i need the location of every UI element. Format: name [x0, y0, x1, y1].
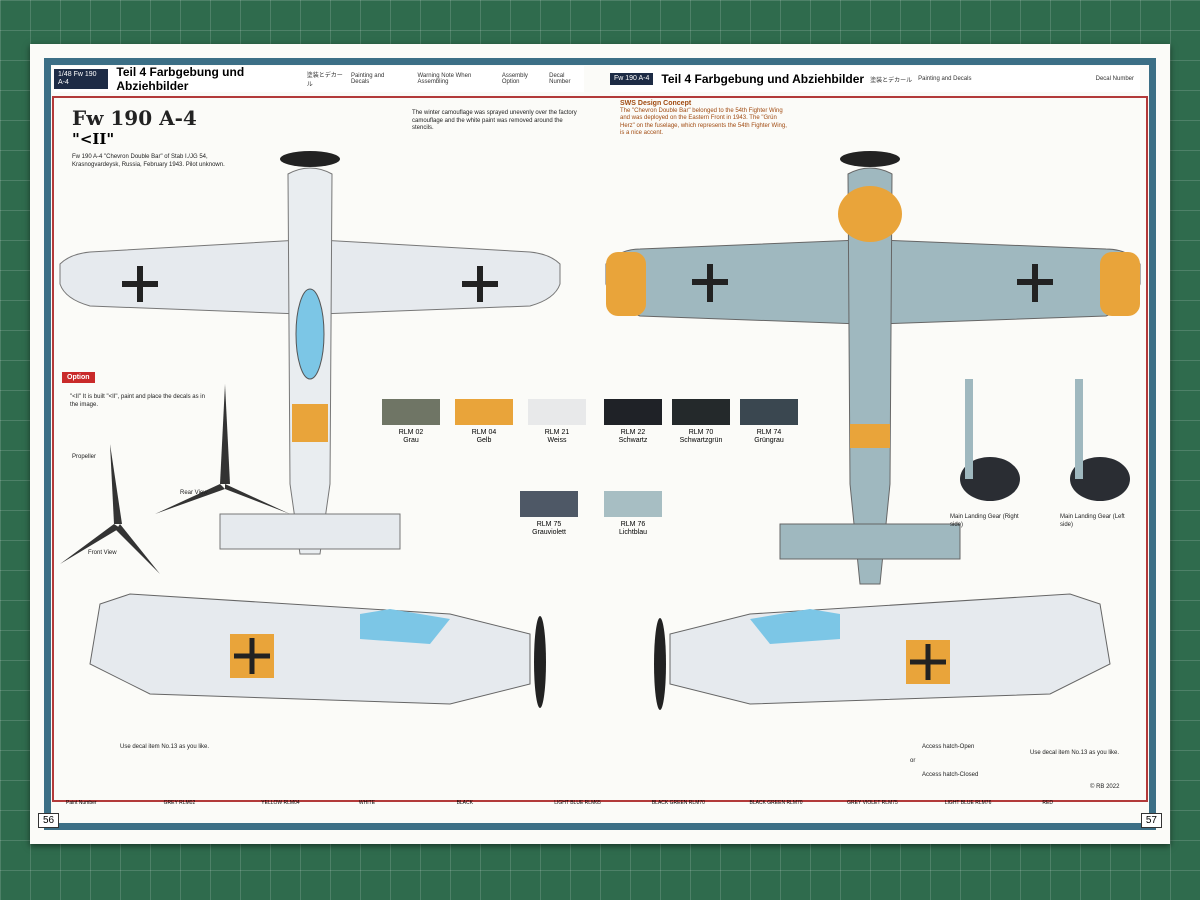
- legend-item: GREY RLM02: [163, 800, 196, 806]
- rear-view-label: Rear View: [180, 490, 208, 496]
- header-tag: 1/48 Fw 190 A-4: [54, 69, 109, 89]
- inner-frame: [52, 96, 1148, 802]
- swatch-name: Schwartz: [618, 437, 648, 444]
- main-gear-left-label: Main Landing Gear (Left side): [1060, 514, 1125, 528]
- decal-number-right: Decal Number: [1095, 76, 1134, 82]
- left-side-view: [89, 593, 546, 708]
- aircraft-description: Fw 190 A-4 "Chevron Double Bar" of Stab …: [72, 154, 225, 168]
- swatch-rlm-21: [528, 399, 586, 425]
- header-title: Teil 4 Farbgebung und Abziehbilder: [116, 65, 245, 93]
- concept-text: The "Chevron Double Bar" belonged to the…: [620, 107, 787, 137]
- swatch-name: Grauviolett: [532, 529, 566, 536]
- header-title-right: Teil 4 Farbgebung und Abziehbilder: [661, 72, 865, 86]
- legend-item: RED: [1042, 800, 1053, 806]
- header-jp-right: 塗装とデカール: [870, 77, 913, 84]
- propellers: [60, 384, 290, 574]
- landing-gears: [960, 379, 1130, 501]
- legend-item: BLACK GREEN RLM70: [651, 800, 705, 806]
- header-en-right: Painting and Decals: [918, 76, 972, 82]
- swatch-rlm-74: [740, 399, 798, 425]
- swatch-code: RLM 22: [620, 429, 646, 436]
- swatch-name: Grüngrau: [754, 437, 784, 444]
- instruction-sheet: 1/48 Fw 190 A-4 Teil 4 Farbgebung und Ab…: [30, 44, 1170, 844]
- swatch-code: RLM 02: [398, 429, 424, 436]
- swatch-name: Grau: [403, 437, 419, 444]
- page-number-right: 57: [1140, 813, 1162, 828]
- swatch-name: Schwartzgrün: [679, 437, 723, 444]
- warning-note: Warning Note When Assembling: [417, 73, 472, 85]
- or-label: or: [910, 758, 916, 764]
- aircraft-drawings: [59, 151, 1141, 710]
- swatch-name: Lichtblau: [618, 529, 648, 536]
- decal-number: Decal Number: [549, 73, 571, 85]
- border-frame: [44, 58, 1156, 830]
- right-underside-view: [605, 151, 1141, 585]
- propeller-top: [280, 151, 340, 167]
- use-decal-left: Use decal item No.13 as you like.: [120, 744, 210, 750]
- header-en: Painting and Decals: [350, 73, 385, 85]
- copyright: © RB 2022: [1090, 784, 1120, 790]
- legend-item: WHITE: [358, 800, 376, 806]
- use-decal-right: Use decal item No.13 as you like.: [1030, 750, 1120, 756]
- legend-item: LIGHT BLUE RLM76: [944, 800, 992, 806]
- swatch-code: RLM 70: [688, 429, 714, 436]
- right-side-view: [654, 593, 1111, 710]
- legend-item: BLACK GREEN RLM70: [749, 800, 803, 806]
- swatch-name: Gelb: [476, 437, 492, 444]
- swatch-code: RLM 75: [536, 521, 562, 528]
- left-top-view: [59, 151, 561, 555]
- legend-item: Paint Number: [66, 800, 97, 806]
- propeller-label: Propeller: [72, 454, 97, 460]
- option-note: "<II" It is built "<II", paint and place…: [70, 394, 205, 408]
- swatch-code: RLM 74: [756, 429, 782, 436]
- swatch-rlm-02: [382, 399, 440, 425]
- swatch-name: Weiss: [547, 437, 567, 444]
- swatch-code: RLM 04: [471, 429, 497, 436]
- legend-item: GREY VIOLET RLM75: [847, 800, 898, 806]
- swatch-code: RLM 76: [620, 521, 646, 528]
- swatch-rlm-75: [520, 491, 578, 517]
- swatch-rlm-76: [604, 491, 662, 517]
- option-badge: Option: [62, 372, 95, 383]
- header-jp: 塗装とデカール: [306, 73, 343, 88]
- swatch-rlm-04: [455, 399, 513, 425]
- aircraft-subtitle: "<II": [72, 130, 115, 148]
- assembly-option: Assembly Option: [501, 73, 528, 85]
- winter-note: The winter camouflage was sprayed uneven…: [412, 110, 577, 131]
- page-number-left: 56: [38, 813, 60, 828]
- swatch-code: RLM 21: [544, 429, 570, 436]
- header-right: Fw 190 A-4 Teil 4 Farbgebung und Abziehb…: [610, 66, 1140, 92]
- swatch-rlm-70: [672, 399, 730, 425]
- paint-legend: Paint Number GREY RLM02 YELLOW RLM04 WHITE B…: [66, 800, 1134, 818]
- aircraft-title: Fw 190 A-4: [72, 106, 197, 130]
- access-open-label: Access hatch-Open: [922, 744, 975, 750]
- legend-item: LIGHT BLUE RLM65: [554, 800, 601, 806]
- front-view-label: Front View: [88, 550, 117, 556]
- legend-item: BLACK: [456, 800, 473, 806]
- legend-item: YELLOW RLM04: [261, 800, 300, 806]
- header-tag-right: Fw 190 A-4: [610, 73, 654, 85]
- access-closed-label: Access hatch-Closed: [922, 772, 979, 778]
- design-concept: SWS Design Concept The "Chevron Double B…: [620, 100, 790, 138]
- main-gear-right-label: Main Landing Gear (Right side): [950, 514, 1019, 528]
- header-left: 1/48 Fw 190 A-4 Teil 4 Farbgebung und Ab…: [54, 65, 584, 93]
- swatch-rlm-22: [604, 399, 662, 425]
- concept-heading: SWS Design Concept: [620, 100, 692, 107]
